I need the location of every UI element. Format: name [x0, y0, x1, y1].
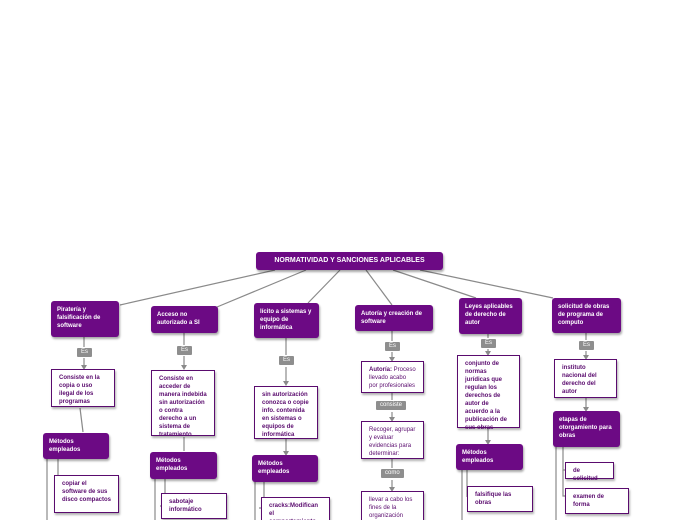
methods-acceso[interactable]: Métodos empleados — [150, 452, 217, 479]
topic-autoria[interactable]: Autoría y creación de software — [355, 305, 433, 331]
connector-root-topic-2 — [216, 269, 307, 308]
autoria-term: Autoría: — [369, 367, 392, 373]
relation-label-es: Es — [77, 348, 93, 357]
relation-label-es: Es — [177, 346, 193, 355]
connector-root-topic-6 — [419, 269, 554, 299]
connector-root-topic-5 — [392, 269, 477, 299]
topic-pirateria[interactable]: Piratería y falsificación de software — [51, 301, 119, 337]
description-recoger[interactable]: Recoger, agrupar y evaluar evidencias pa… — [361, 421, 424, 459]
topic-licito-sistemas[interactable]: lícito a sistemas y equipo de informátic… — [254, 303, 319, 338]
description-acceso[interactable]: Consiste en acceder de manera indebida s… — [151, 370, 215, 438]
relation-label-consiste: consiste — [376, 401, 407, 410]
method-item-falsifique[interactable]: falsifique las obras — [467, 486, 533, 512]
method-item-cracks[interactable]: cracks:Modifican el comportamiento — [261, 497, 330, 520]
description-autoria[interactable]: Autoría: Proceso llevado acabo por profe… — [361, 361, 424, 393]
stage-item-examen-forma[interactable]: examen de forma — [565, 488, 629, 514]
stages-otorgamiento[interactable]: etapas de otorgamiento para obras — [553, 411, 620, 447]
recoger-text: Recoger, agrupar y evaluar evidencias pa… — [369, 427, 416, 457]
description-licito[interactable]: sin autorización conozca o copie info. c… — [254, 386, 318, 439]
relation-label-es: Es — [579, 341, 595, 350]
topic-leyes-aplicables[interactable]: Leyes aplicables de derecho de autor — [459, 298, 522, 334]
connector-root-topic-3 — [307, 269, 341, 304]
connector-root-topic-1 — [119, 269, 276, 306]
methods-pirateria[interactable]: Métodos empleados — [43, 433, 109, 459]
relation-label-es: Es — [385, 342, 401, 351]
description-instituto[interactable]: instituto nacional del derecho del autor — [554, 359, 617, 398]
root-topic[interactable]: NORMATIVIDAD Y SANCIONES APLICABLES — [256, 252, 443, 270]
relation-label-como: como — [381, 469, 404, 478]
topic-solicitud-obras[interactable]: solicitud de obras de programa de comput… — [552, 298, 621, 333]
autoria-definition: Proceso llevado acabo por profesionales — [369, 367, 416, 389]
stage-item-solicitud[interactable]: de solicitud — [565, 462, 614, 482]
description-fines[interactable]: llevar a cabo los fines de la organizaci… — [361, 491, 424, 520]
methods-licito[interactable]: Métodos empleados — [252, 455, 318, 482]
topic-acceso-no-autorizado[interactable]: Acceso no autorizado a SI — [151, 306, 218, 333]
description-leyes[interactable]: conjunto de normas jurídicas que regulan… — [457, 355, 520, 431]
relation-label-es: Es — [279, 356, 295, 365]
fines-text: llevar a cabo los fines de la organizaci… — [369, 497, 413, 519]
connector-root-topic-4 — [365, 269, 393, 306]
description-pirateria[interactable]: Consiste en la copia o uso ilegal de los… — [51, 369, 115, 407]
method-item-sabotaje[interactable]: sabotaje informático — [161, 493, 227, 519]
methods-leyes[interactable]: Métodos empleados — [456, 444, 523, 470]
method-item-copiar[interactable]: copiar el software de sus disco compacto… — [54, 475, 119, 513]
relation-label-es: Es — [481, 339, 497, 348]
